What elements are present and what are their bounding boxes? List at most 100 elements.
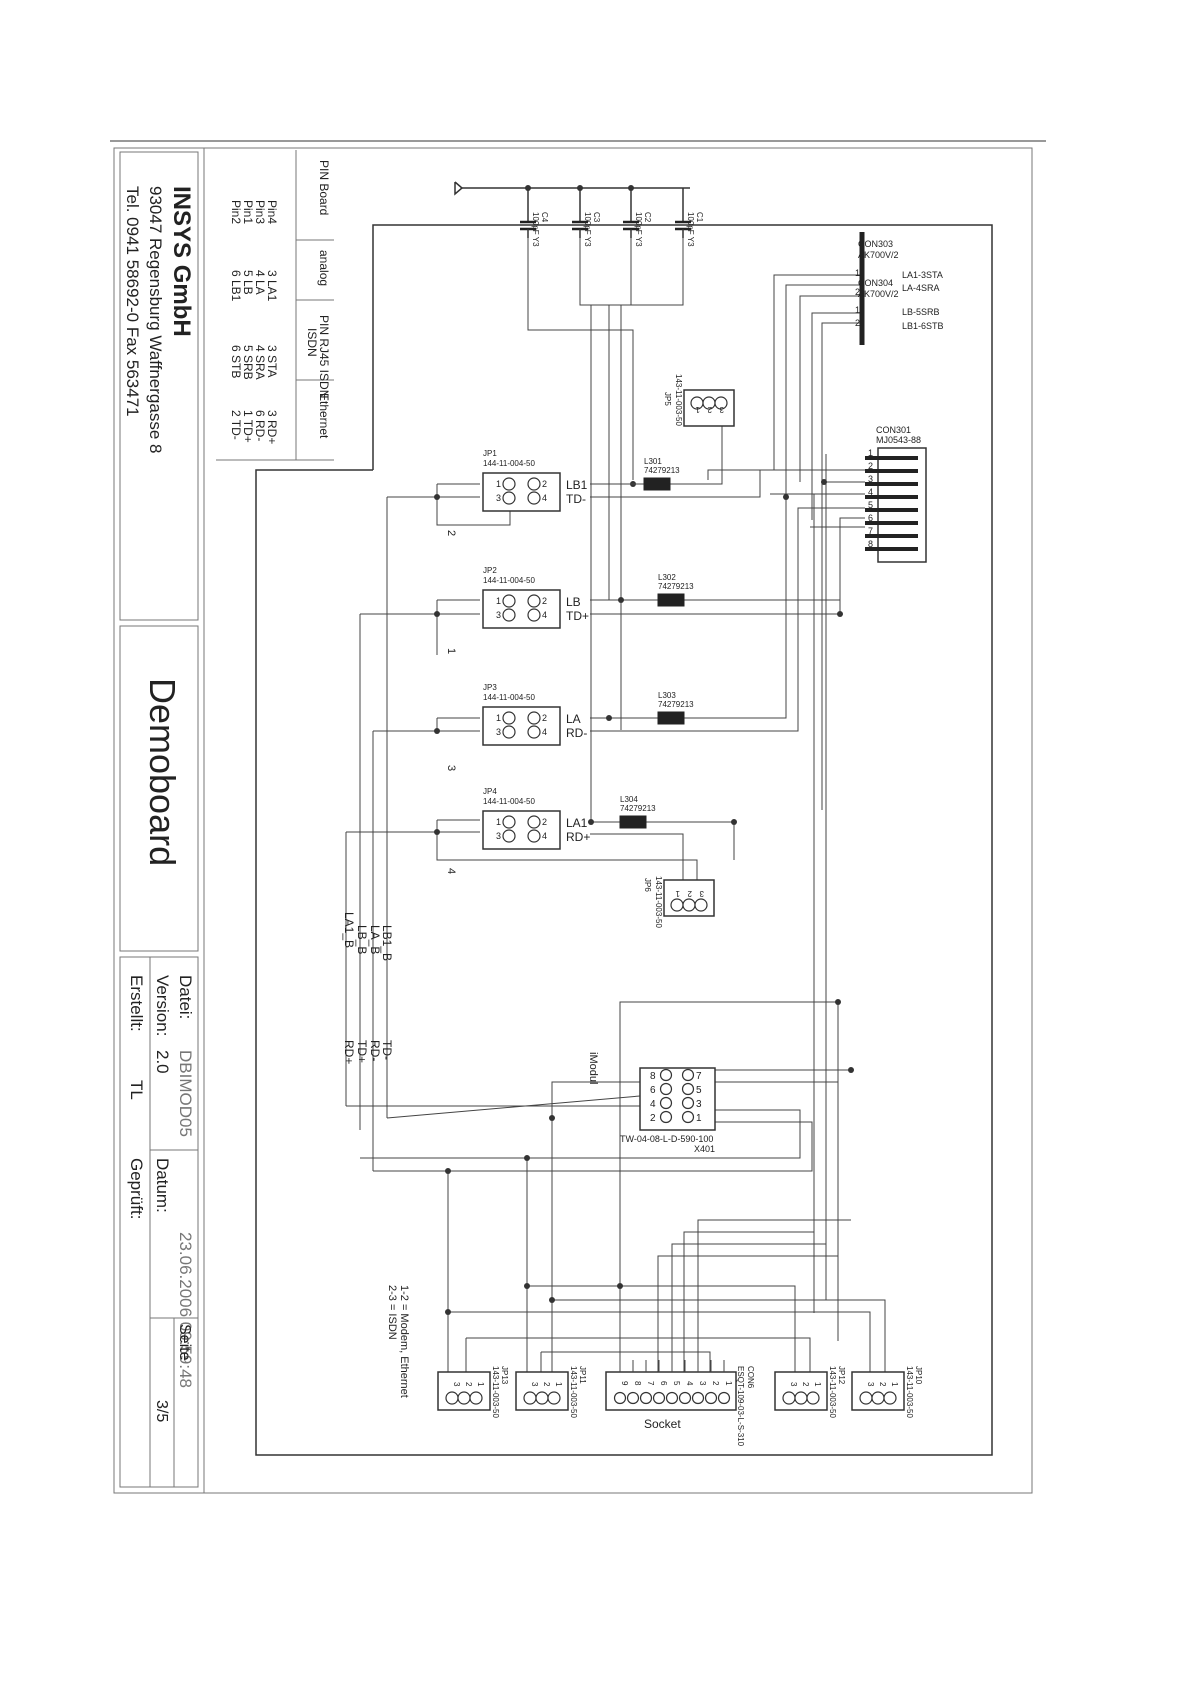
- pin-table-cell: 6 RD-: [253, 410, 267, 441]
- jumper-pin-2: 2: [542, 817, 547, 827]
- jp5-ref: JP5: [663, 392, 672, 406]
- capacitor-value: 100pF Y3: [634, 212, 643, 247]
- header-pin: 1: [890, 1382, 899, 1387]
- capacitor-ref: C4: [540, 212, 549, 223]
- datum-label: Datum:: [153, 1158, 172, 1213]
- header-part: 143-11-003-50: [569, 1366, 578, 1418]
- con6-pin: [639, 1391, 653, 1405]
- jumper-note-1: 1-2 = Modem, Ethernet: [398, 1285, 410, 1398]
- con301-pin-number: 1: [868, 448, 873, 458]
- jumper-pin-4: 4: [542, 727, 547, 737]
- jumper-ref: JP2: [483, 566, 497, 575]
- imodul-pin: [659, 1110, 673, 1124]
- jumper-number: 3: [445, 765, 457, 771]
- con-signal-lb1: LB1-6STB: [902, 321, 944, 331]
- con-pin-1a: 1: [855, 268, 860, 278]
- pin-table-cell: 3 STA: [265, 345, 279, 377]
- jp6-ref: JP6: [643, 878, 652, 892]
- imodul-pin-number: 6: [650, 1085, 656, 1096]
- seite-label: Seite: [176, 1324, 193, 1361]
- erstellt-label: Erstellt:: [127, 975, 146, 1032]
- con6-pin: [626, 1391, 640, 1405]
- pin-table-cell: Pin3: [253, 200, 267, 224]
- jumper-signal-2: RD-: [566, 726, 587, 740]
- con301-pin-number: 5: [868, 500, 873, 510]
- pin-table-cell: 1 TD+: [241, 410, 255, 443]
- jumper-pin-4: 4: [542, 493, 547, 503]
- jumper-pin-2: 2: [542, 479, 547, 489]
- header-ref: JP12: [837, 1366, 846, 1385]
- con-pin-2a: 2: [855, 287, 860, 297]
- jumper-signal-1: LA: [566, 712, 581, 726]
- jumper-signal-1: LB: [566, 595, 581, 609]
- con6-pin: [717, 1391, 731, 1405]
- imodul-pin-number: 1: [696, 1113, 702, 1124]
- jumper-signal-2: RD+: [566, 830, 590, 844]
- con6-label: Socket: [644, 1417, 681, 1431]
- jp6-header: 1 2 3 143-11-003-50 JP6: [643, 876, 715, 928]
- pin-table-cell: 5 SRB: [241, 345, 255, 380]
- capacitor-ref: C1: [695, 212, 704, 223]
- imodul-pin-number: 8: [650, 1071, 656, 1082]
- pin-table-cell: 6 LB1: [229, 270, 243, 302]
- imodul-ref: X401: [694, 1144, 715, 1154]
- jp5-pin-1: 1: [695, 405, 700, 414]
- jumper-signal-1: LB1: [566, 478, 588, 492]
- header-ref: JP10: [914, 1366, 923, 1385]
- header-pin: 1: [813, 1382, 822, 1387]
- inductor-ref: L304: [620, 795, 638, 804]
- pin-table-cell: 4 SRA: [253, 345, 267, 380]
- con6-pin: [691, 1391, 705, 1405]
- con6-pin-number: 8: [633, 1381, 642, 1386]
- inductor-value: 74279213: [658, 582, 694, 591]
- jumper-part: 144-11-004-50: [483, 693, 535, 702]
- header-ref: JP11: [578, 1366, 587, 1384]
- seite-value: 3/5: [153, 1400, 170, 1422]
- con6-pin: [613, 1391, 627, 1405]
- version-value: 2.0: [153, 1050, 172, 1074]
- header-part: 143-11-003-50: [491, 1366, 500, 1418]
- header-part: 143-11-003-50: [828, 1366, 837, 1418]
- inductor-value: 74279213: [620, 804, 656, 813]
- jp5-part: 143-11-003-50: [674, 374, 683, 426]
- header-pin: 2: [801, 1382, 810, 1387]
- inductor-value: 74279213: [658, 700, 694, 709]
- header-pin: 3: [452, 1382, 461, 1387]
- imodul-pin: [681, 1096, 695, 1110]
- con6-pin-number: 7: [646, 1381, 655, 1386]
- net-label-rdminus: RD-: [368, 1040, 382, 1061]
- con301-part: MJ0543-88: [876, 435, 921, 445]
- capacitor-ref: C3: [592, 212, 601, 223]
- con301-pin-number: 3: [868, 474, 873, 484]
- pin-table-header-isdn: PIN RJ45 ISDN: [317, 315, 331, 398]
- jumper-part: 144-11-004-50: [483, 797, 535, 806]
- version-label: Version:: [153, 975, 172, 1036]
- jumper-pin-2: 2: [542, 596, 547, 606]
- pin-table-cell: 3 RD+: [265, 410, 279, 444]
- con6-pin-number: 2: [711, 1381, 720, 1386]
- header-part: 143-11-003-50: [905, 1366, 914, 1418]
- con301-pin-number: 6: [868, 513, 873, 523]
- header-pin: 3: [789, 1382, 798, 1387]
- geprueft-label: Geprüft:: [127, 1158, 146, 1219]
- jumper-note-2: 2-3 = ISDN: [386, 1285, 398, 1340]
- pin-table-cell: 2 TD-: [229, 410, 243, 440]
- imodul-pin: [681, 1068, 695, 1082]
- con-signal-la1: LA1-3STA: [902, 270, 943, 280]
- con6-ref: CON6: [746, 1366, 755, 1389]
- con301-pin-number: 7: [868, 526, 873, 536]
- inductor-ref: L303: [658, 691, 676, 700]
- pin-table-cell: 4 LA: [253, 270, 267, 295]
- pin-table-cell: Pin2: [229, 200, 243, 224]
- con6-pin-number: 6: [659, 1381, 668, 1386]
- header-pin: 1: [554, 1382, 563, 1387]
- net-label-rdplus: RD+: [342, 1040, 356, 1064]
- datei-value: DBIMOD05: [176, 1050, 195, 1137]
